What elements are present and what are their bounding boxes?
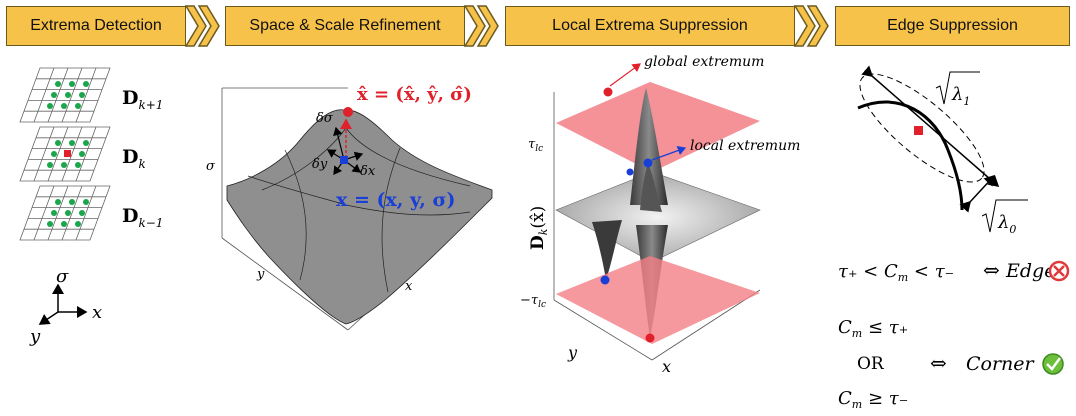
middle-surface [555,171,761,263]
header-local-extrema-label: Local Extrema Suppression [552,17,748,34]
global-extremum-label: global extremum [644,54,764,70]
corner-condition-2: Cm ≥ τ₋ [838,388,908,411]
dog-ylabel: Dk(x̂) [528,206,550,250]
header-space-scale-label: Space & Scale Refinement [249,17,441,34]
reject-icon [1048,260,1070,282]
surface-axis-sigma: σ [206,159,216,174]
global-extremum-point [603,87,613,97]
svg-text:λ0: λ0 [997,212,1016,236]
local-extremum-point-2 [626,168,634,176]
lower-dip-left [592,220,622,280]
header-edge-suppression-label: Edge Suppression [887,17,1018,34]
edge-curve [857,100,964,211]
header-extrema-detection: Extrema Detection [6,6,186,46]
lambda1-arrow [861,65,1000,187]
dog-box-axes [553,92,761,361]
or-word: OR [857,354,885,374]
label-scale-mid: Dk [122,146,146,171]
chevron-2 [463,5,499,47]
lambda1-label: λ1 [935,71,980,108]
candidate-point [914,126,923,135]
local-arrow [651,145,687,161]
axis-y-label: y [29,326,41,347]
refined-point [343,107,353,117]
dog-axis-y: y [567,343,578,362]
upper-threshold-plane [556,82,760,172]
header-local-extrema-suppression: Local Extrema Suppression [505,6,795,46]
sample-point [340,156,348,164]
label-scale-upper: Dk+1 [122,87,163,112]
corner-iff: ⇔ [930,351,947,375]
scale-labels: Dk+1 Dk Dk−1 [122,87,163,230]
edge-iff: ⇔ [983,258,1000,282]
local-peak [640,163,662,212]
delta-x-label: δx [360,164,376,179]
header-extrema-detection-label: Extrema Detection [30,17,162,34]
center-sample-point [64,150,71,157]
gaussian-surface [226,109,493,325]
lambda0-label: λ0 [981,199,1028,236]
local-extremum-label: local extremum [690,138,800,154]
label-scale-lower: Dk−1 [122,205,163,230]
surface-axis-y: y [256,267,265,282]
grid-middle-points [47,140,89,168]
lambda0-arrow [959,174,996,213]
axis-x-label: x [92,302,102,323]
refined-point-label: x̂ = (x̂, ŷ, σ̂) [357,84,472,105]
tau-positive-label: τlc [528,137,543,154]
lower-extremum-red [645,333,655,343]
surface-axis-x: x [405,279,413,294]
corner-word: Corner [966,353,1036,375]
chevron-3 [793,5,829,47]
tau-negative-label: −τlc [520,293,546,310]
svg-text:λ1: λ1 [951,84,970,108]
grid-upper-points [47,81,89,109]
axis-triad [38,283,88,325]
edge-word: Edge [1005,260,1055,282]
dog-axis-x: x [662,357,671,376]
lower-extremum-blue [600,275,610,285]
global-arrow [609,63,641,87]
delta-sigma-label: δσ [316,111,334,126]
global-peak [630,88,668,205]
local-extremum-point-1 [643,158,653,168]
corner-condition-1: Cm ≤ τ₊ [838,317,908,340]
point-label: x = (x, y, σ) [336,189,455,211]
delta-y-label: δy [312,157,328,172]
header-edge-suppression: Edge Suppression [835,6,1070,46]
chevron-1 [184,5,220,47]
edge-condition: τ₊ < Cm < τ₋ [838,261,954,284]
grid-lower-points [47,199,89,227]
axis-sigma-label: σ [56,266,69,287]
header-space-scale-refinement: Space & Scale Refinement [225,6,465,46]
accept-icon [1042,353,1064,375]
lower-threshold-plane [556,256,760,344]
